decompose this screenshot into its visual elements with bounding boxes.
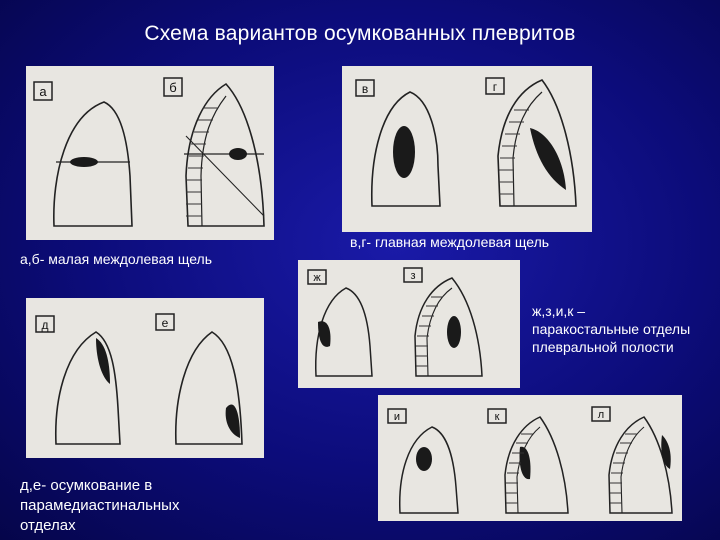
label-zh: ж (313, 272, 321, 284)
caption-paracostal: ж,з,и,к – паракостальные отделы плевраль… (532, 302, 690, 356)
lung-diagram-i-k-l: и к л (387, 406, 673, 514)
diagram-panel-i-k-l: и к л (378, 395, 682, 521)
diagram-panel-vg: в г (342, 66, 592, 232)
caption-ab: а,б- малая междолевая щель (20, 251, 212, 267)
lung-diagram-ab: а б (33, 77, 265, 227)
caption-paracostal-line-2: паракостальные отделы (532, 321, 691, 337)
caption-paramediastinal-line-1: д,е- осумкование в (20, 477, 153, 494)
label-g: г (493, 80, 498, 94)
caption-paracostal-line-1: ж,з,и,к – (532, 303, 586, 319)
label-i: и (394, 411, 400, 423)
label-z: з (410, 270, 415, 282)
diagram-panel-zh-z: ж з (298, 260, 520, 388)
caption-paramediastinal-line-3: отделах (20, 517, 76, 534)
caption-paramediastinal-line-2: парамедиастинальных (20, 497, 180, 514)
diagram-panel-ab: а б (26, 66, 274, 240)
label-d: д (41, 318, 48, 332)
lung-diagram-d-e: д е (35, 313, 243, 445)
label-e: е (162, 316, 169, 330)
diagram-panel-d-e: д е (26, 298, 264, 458)
label-l: л (598, 409, 604, 421)
label-v: в (362, 82, 368, 96)
caption-paracostal-line-3: плевральной полости (532, 339, 674, 355)
caption-vg: в,г- главная междолевая щель (350, 234, 550, 250)
slide-title: Схема вариантов осумкованных плевритов (144, 22, 576, 45)
lung-diagram-zh-z: ж з (307, 267, 483, 377)
label-k: к (495, 411, 500, 423)
label-b: б (169, 80, 176, 95)
caption-paramediastinal: д,е- осумкование в парамедиастинальных о… (20, 476, 179, 536)
label-a: а (39, 84, 47, 99)
lung-diagram-vg: в г (355, 77, 577, 207)
